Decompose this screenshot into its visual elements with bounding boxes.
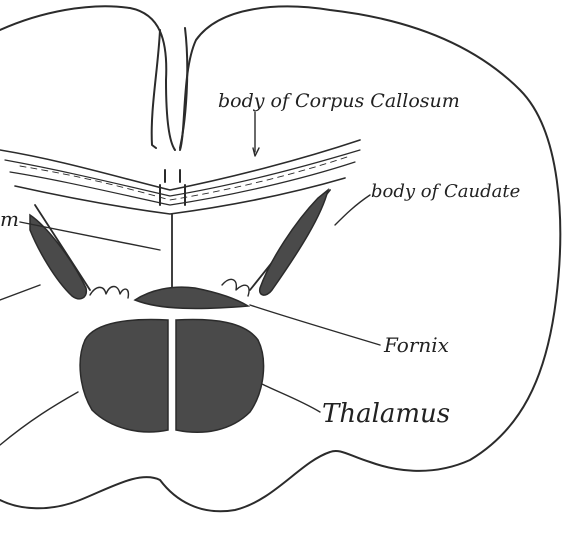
fornix-shape xyxy=(135,287,248,308)
fornix-label: Fornix xyxy=(383,333,449,357)
thalamus-label: Thalamus xyxy=(322,399,450,429)
right-thalamus xyxy=(176,320,264,433)
left-thalamus xyxy=(80,320,168,432)
right-caudate-nucleus xyxy=(260,190,328,295)
corpus-callosum-label: body of Corpus Callosum xyxy=(218,90,460,112)
cut-off-label-fragment: m xyxy=(0,207,19,231)
caudate-label: body of Caudate xyxy=(371,181,520,202)
